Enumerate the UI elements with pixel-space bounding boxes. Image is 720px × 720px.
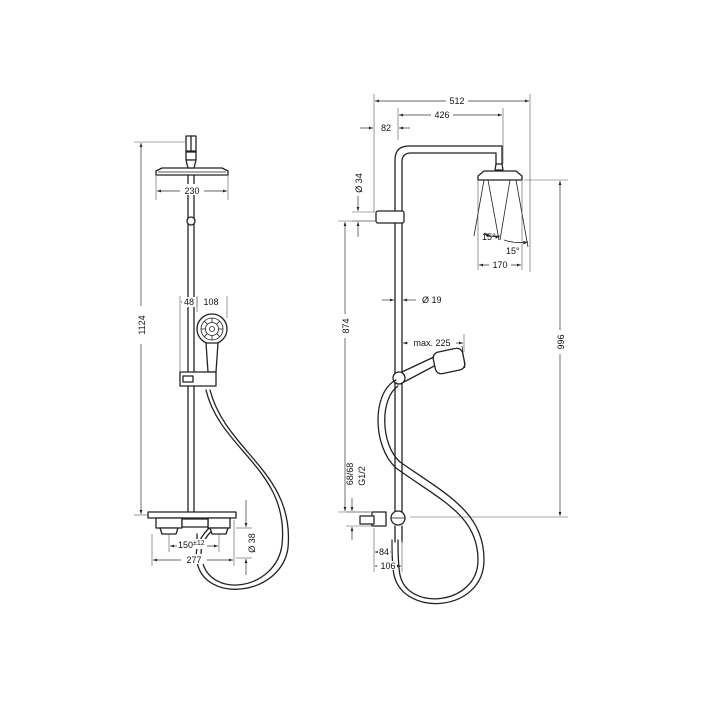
side-shower-head [477,163,523,181]
dim-426: 426 [397,108,504,164]
label-230: 230 [184,186,199,196]
label-1124: 1124 [137,315,147,334]
front-thermostat [147,511,237,541]
label-150-tol: ±12 [193,540,205,547]
label-170: 170 [492,260,507,270]
side-hand-shower [392,345,466,385]
label-dia-34: Ø 34 [354,173,364,193]
dim-1124: 1124 [134,141,185,516]
label-g12: G1/2 [357,466,367,486]
label-512: 512 [449,96,464,106]
label-dia-38: Ø 38 [247,533,257,553]
front-view: 1124 230 48 108 [134,135,290,590]
label-max-225: max. 225 [413,338,450,348]
front-riser-pipe [186,174,196,513]
dim-277: 277 [151,520,235,566]
spray-angle: 15° 15° [473,179,529,256]
label-angle-right: 15° [506,246,520,256]
front-shower-head [155,135,229,176]
dim-max-225: max. 225 [403,334,465,352]
dim-170: 170 [477,181,523,270]
label-106: 106 [380,561,395,571]
label-48: 48 [184,297,194,307]
dim-dia-38: Ø 38 [236,500,257,575]
label-277: 277 [186,555,201,565]
label-426: 426 [434,110,449,120]
label-angle-left: 15° [482,232,496,242]
dim-512: 512 [373,94,531,272]
side-hose [377,379,485,605]
front-hose [195,389,290,590]
dim-82: 82 [360,123,410,133]
label-874: 874 [341,318,351,333]
dim-996: 996 [410,179,568,518]
dim-48-108: 48 108 [179,296,228,372]
side-thermostat [359,510,406,543]
label-996: 996 [556,334,566,349]
front-hand-shower [179,313,228,387]
label-84: 84 [379,547,389,557]
dim-dia-34: Ø 34 [352,173,375,237]
label-108: 108 [203,297,218,307]
dim-68-68: 68/68 G1/2 [345,463,372,540]
label-dia-19: Ø 19 [422,295,442,305]
side-view: 15° 15° 512 426 82 [338,94,568,605]
dim-230: 230 [155,176,229,200]
label-150-main: 150 [178,540,193,550]
label-150: 150±12 [178,540,205,550]
dim-dia-19: Ø 19 [382,295,442,305]
dim-84-106: 84 106 [373,528,403,572]
dim-150: 150±12 [168,534,220,552]
label-68-68: 68/68 [345,463,355,486]
label-82: 82 [381,123,391,133]
